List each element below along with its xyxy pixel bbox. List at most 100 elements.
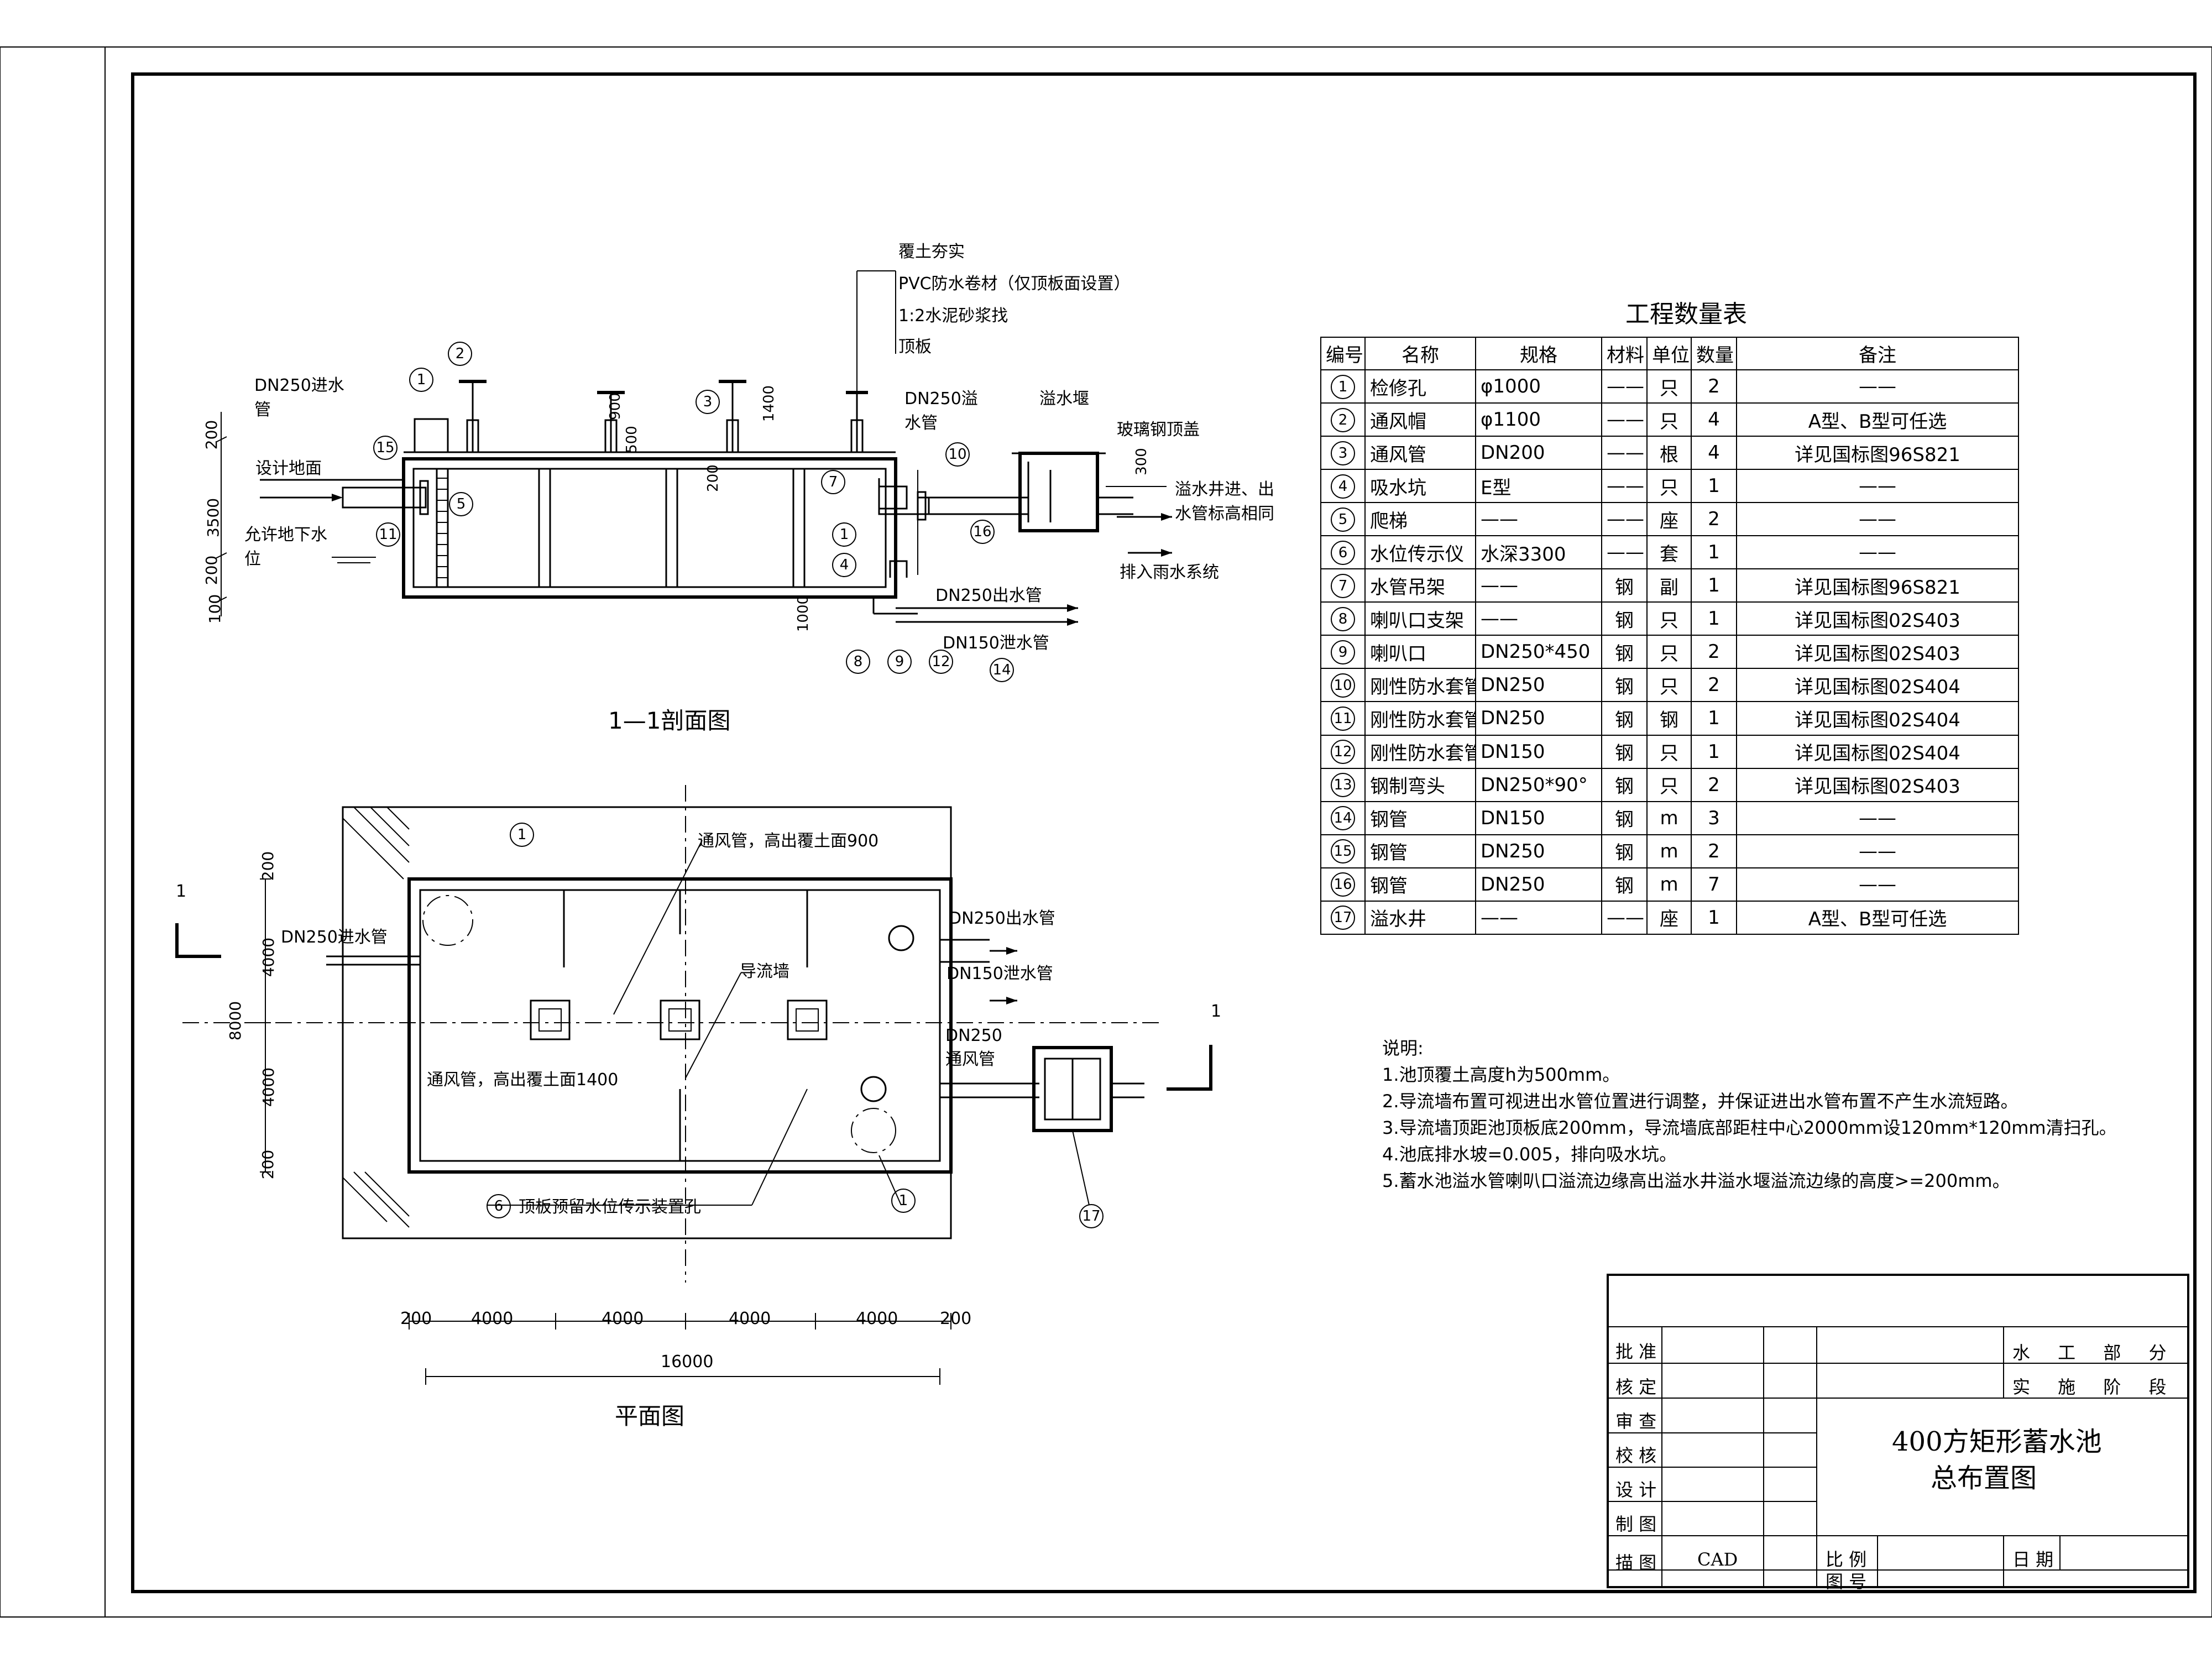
- col-header: 规格: [1475, 337, 1602, 370]
- cell-mat: 钢: [1601, 800, 1648, 835]
- plan-vent-high-label: 通风管，高出覆土面900: [698, 831, 879, 851]
- cell-spec: DN200: [1475, 436, 1602, 470]
- cell-name: 刚性防水套管: [1364, 734, 1476, 769]
- cell-unit: 钢: [1646, 701, 1692, 736]
- cell-qty: 2: [1691, 834, 1737, 868]
- cell-mat: 钢: [1601, 867, 1648, 902]
- cell-name: 喇叭口支架: [1364, 601, 1476, 636]
- cell-mat: 钢: [1601, 601, 1648, 636]
- cell-unit: m: [1646, 867, 1692, 902]
- section-marker: 2: [448, 342, 472, 366]
- cell-name: 刚性防水套管: [1364, 668, 1476, 703]
- cell-unit: 套: [1646, 535, 1692, 570]
- cell-mat: ——: [1601, 469, 1648, 504]
- outer-border: [0, 46, 2212, 1618]
- plan-hatch: [342, 807, 410, 1228]
- cell-mat: ——: [1601, 436, 1648, 470]
- tb-row-label: 设 计: [1615, 1479, 1657, 1500]
- cell-mat: 钢: [1601, 834, 1648, 868]
- row-number-marker: 17: [1331, 906, 1355, 930]
- cell-unit: m: [1646, 834, 1692, 868]
- cell-qty: 1: [1691, 701, 1737, 736]
- layer-label-1: 覆土夯实: [898, 242, 965, 261]
- row-number-cell: 15: [1320, 834, 1366, 868]
- row-number-cell: 3: [1320, 436, 1366, 470]
- section-marker: 16: [970, 520, 995, 544]
- layer-label-2: PVC防水卷材（仅顶板面设置）: [898, 274, 1131, 294]
- cell-qty: 3: [1691, 800, 1737, 835]
- cell-note: ——: [1736, 800, 2019, 835]
- plan-drain-label: DN150泄水管: [946, 964, 1053, 983]
- cell-name: 通风管: [1364, 436, 1476, 470]
- cell-spec: DN250: [1475, 668, 1602, 703]
- cell-note: 详见国标图02S403: [1736, 767, 2019, 802]
- note-item: 1.池顶覆土高度h为500mm。: [1382, 1064, 1620, 1085]
- cell-note: 详见国标图02S404: [1736, 701, 2019, 736]
- row-number-cell: 9: [1320, 635, 1366, 669]
- tb-row-label: 审 查: [1615, 1411, 1657, 1432]
- cell-note: A型、B型可任选: [1736, 900, 2019, 935]
- section-dim-inner-2: 900: [606, 392, 624, 420]
- row-number-marker: 16: [1331, 872, 1355, 897]
- tb-row-label: 制 图: [1615, 1514, 1657, 1535]
- section-marker: 11: [376, 522, 400, 547]
- plan-dim-bottom: 200: [940, 1309, 972, 1328]
- col-header: 备注: [1736, 337, 2019, 370]
- section-weir-label: 溢水堰: [1039, 389, 1089, 409]
- section-view: [215, 270, 1172, 626]
- col-header: 数量: [1691, 337, 1737, 370]
- section-drain-note: 排入雨水系统: [1120, 563, 1219, 582]
- row-number-cell: 10: [1320, 668, 1366, 703]
- section-marker: 9: [887, 650, 912, 674]
- manhole-section: [414, 418, 449, 453]
- cell-qty: 4: [1691, 402, 1737, 437]
- note-item: 4.池底排水坡=0.005，排向吸水坑。: [1382, 1144, 1677, 1165]
- cell-note: ——: [1736, 867, 2019, 902]
- row-number-marker: 9: [1331, 640, 1355, 664]
- cell-spec: φ1100: [1475, 402, 1602, 437]
- row-number-marker: 15: [1331, 839, 1355, 864]
- section-ground-label: 设计地面: [255, 459, 322, 478]
- col-header: 名称: [1364, 337, 1476, 370]
- title-block-grid: [1607, 1326, 2189, 1588]
- vent-cap-icons: [459, 380, 868, 453]
- cell-qty: 2: [1691, 767, 1737, 802]
- cell-unit: 只: [1646, 402, 1692, 437]
- row-number-marker: 14: [1331, 806, 1355, 831]
- cell-spec: ——: [1475, 900, 1602, 935]
- cell-note: ——: [1736, 469, 2019, 504]
- cell-note: 详见国标图02S403: [1736, 635, 2019, 669]
- section-overflow-label: DN250溢水管: [904, 389, 978, 433]
- plan-dim-left: 4000: [259, 1067, 278, 1107]
- tb-stage: 实 施 阶 段: [2012, 1377, 2167, 1398]
- row-number-marker: 10: [1331, 673, 1355, 698]
- cell-qty: 4: [1691, 436, 1737, 470]
- plan-level-hole-label: 顶板预留水位传示装置孔: [519, 1197, 701, 1217]
- cell-mat: 钢: [1601, 668, 1648, 703]
- cell-spec: E型: [1475, 469, 1602, 504]
- section-dim-inner-5: 300: [1133, 448, 1150, 475]
- cell-note: 详见国标图96S821: [1736, 568, 2019, 603]
- cell-note: A型、B型可任选: [1736, 402, 2019, 437]
- section-marker: 8: [846, 650, 870, 674]
- cell-name: 水位传示仪: [1364, 535, 1476, 570]
- row-number-cell: 1: [1320, 369, 1366, 404]
- manhole-plan-b: [851, 1108, 896, 1153]
- table-title: 工程数量表: [1625, 300, 1747, 328]
- cell-qty: 2: [1691, 668, 1737, 703]
- row-number-marker: 5: [1331, 507, 1355, 532]
- cell-name: 刚性防水套管: [1364, 701, 1476, 736]
- tb-drawer-value: CAD: [1697, 1549, 1738, 1570]
- row-number-marker: 7: [1331, 573, 1355, 598]
- cell-mat: ——: [1601, 369, 1648, 404]
- section-dim-inner-6: 1000: [795, 595, 812, 632]
- section-marker: 7: [821, 470, 845, 494]
